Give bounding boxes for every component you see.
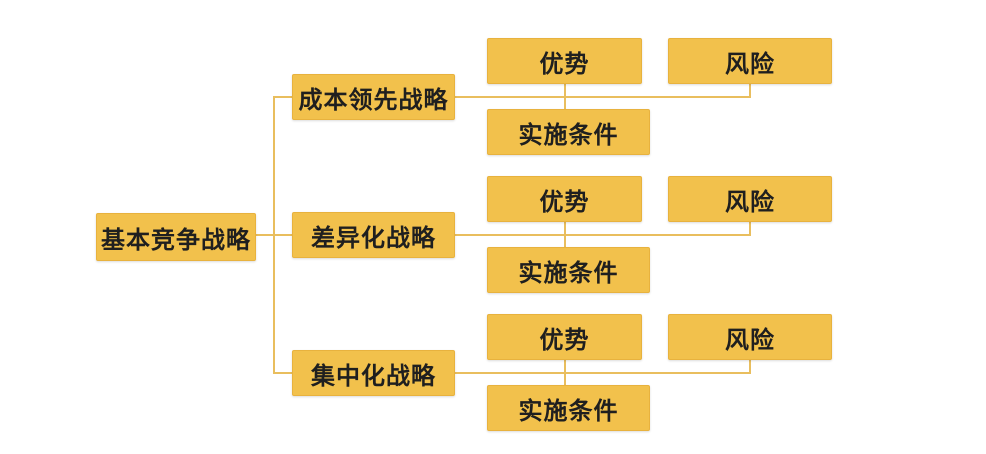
connector-branch3-bus — [455, 372, 751, 374]
node-advantage-differentiation: 优势 — [487, 176, 642, 222]
node-advantage-cost-leadership: 优势 — [487, 38, 642, 84]
connector-branch1-advantage-conditions — [564, 84, 566, 110]
connector-branch1-bus — [455, 96, 751, 98]
node-conditions-cost-leadership: 实施条件 — [487, 109, 650, 155]
connector-branch1-risk-stub — [749, 84, 751, 97]
node-focus-strategy: 集中化战略 — [292, 350, 455, 396]
node-cost-leadership-strategy: 成本领先战略 — [292, 74, 455, 120]
node-conditions-focus: 实施条件 — [487, 385, 650, 431]
connector-trunk-vertical — [273, 96, 275, 374]
node-risk-focus: 风险 — [668, 314, 832, 360]
node-risk-differentiation: 风险 — [668, 176, 832, 222]
node-advantage-focus: 优势 — [487, 314, 642, 360]
connector-branch3-risk-stub — [749, 360, 751, 373]
node-risk-cost-leadership: 风险 — [668, 38, 832, 84]
node-conditions-differentiation: 实施条件 — [487, 247, 650, 293]
connector-branch3-stub — [275, 372, 292, 374]
connector-branch2-advantage-conditions — [564, 222, 566, 248]
node-differentiation-strategy: 差异化战略 — [292, 212, 455, 258]
connector-branch3-advantage-conditions — [564, 360, 566, 386]
connector-branch2-risk-stub — [749, 222, 751, 235]
node-basic-competitive-strategy: 基本竞争战略 — [96, 213, 256, 261]
connector-branch2-bus — [455, 234, 751, 236]
connector-branch1-stub — [275, 96, 292, 98]
